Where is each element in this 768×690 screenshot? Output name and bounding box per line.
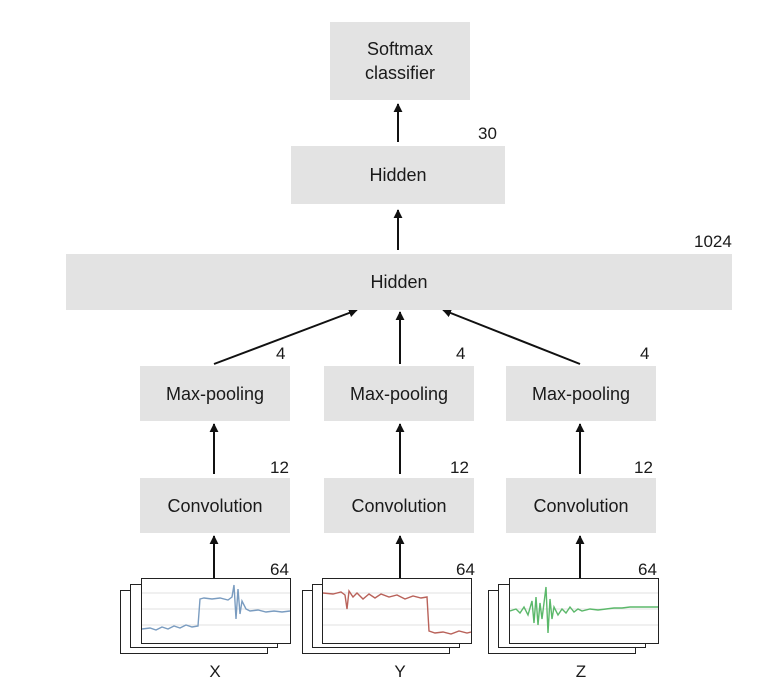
signal-z-trace	[510, 586, 658, 634]
convolution-x-label: Convolution	[167, 495, 263, 516]
softmax-label-line1: Softmax	[366, 39, 434, 59]
convolution-y: Convolution	[324, 478, 474, 533]
hidden-wide-label: Hidden	[370, 272, 428, 292]
conv-filters-y: 12	[450, 458, 469, 477]
max-pooling-y: Max-pooling	[324, 366, 474, 421]
pool-size-y: 4	[456, 344, 466, 363]
input-size-y: 64	[456, 560, 475, 579]
input-size-z: 64	[638, 560, 657, 579]
pool-size-z: 4	[640, 344, 650, 363]
softmax-classifier-box: Softmax classifier	[330, 22, 470, 100]
max-pooling-x: Max-pooling	[140, 366, 290, 421]
softmax-label-line2: classifier	[364, 63, 435, 83]
convolution-y-label: Convolution	[351, 495, 447, 516]
arrow-pool-x-to-hidden	[213, 308, 358, 365]
convolution-z-label: Convolution	[533, 495, 629, 516]
axis-label-x: X	[209, 662, 221, 681]
signal-x-trace	[142, 584, 290, 631]
hidden-layer-wide: Hidden	[66, 254, 732, 310]
conv-filters-x: 12	[270, 458, 289, 477]
arrow-pool-z-to-hidden	[442, 308, 581, 365]
signal-y-trace	[323, 589, 471, 635]
input-size-x: 64	[270, 560, 289, 579]
axis-label-y: Y	[394, 662, 406, 681]
pool-size-x: 4	[276, 344, 286, 363]
max-pooling-y-label: Max-pooling	[349, 383, 449, 404]
axis-label-z: Z	[575, 662, 587, 681]
signal-x-front	[141, 578, 291, 644]
signal-z-front	[509, 578, 659, 644]
max-pooling-z: Max-pooling	[506, 366, 656, 421]
convolution-z: Convolution	[506, 478, 656, 533]
hidden-wide-units: 1024	[694, 232, 732, 251]
convolution-x: Convolution	[140, 478, 290, 533]
max-pooling-z-label: Max-pooling	[531, 383, 631, 404]
conv-filters-z: 12	[634, 458, 653, 477]
hidden-top-label: Hidden	[369, 165, 427, 185]
hidden-layer-top: Hidden	[291, 146, 505, 204]
hidden-top-units: 30	[478, 124, 497, 143]
signal-y-front	[322, 578, 472, 644]
max-pooling-x-label: Max-pooling	[165, 383, 265, 404]
